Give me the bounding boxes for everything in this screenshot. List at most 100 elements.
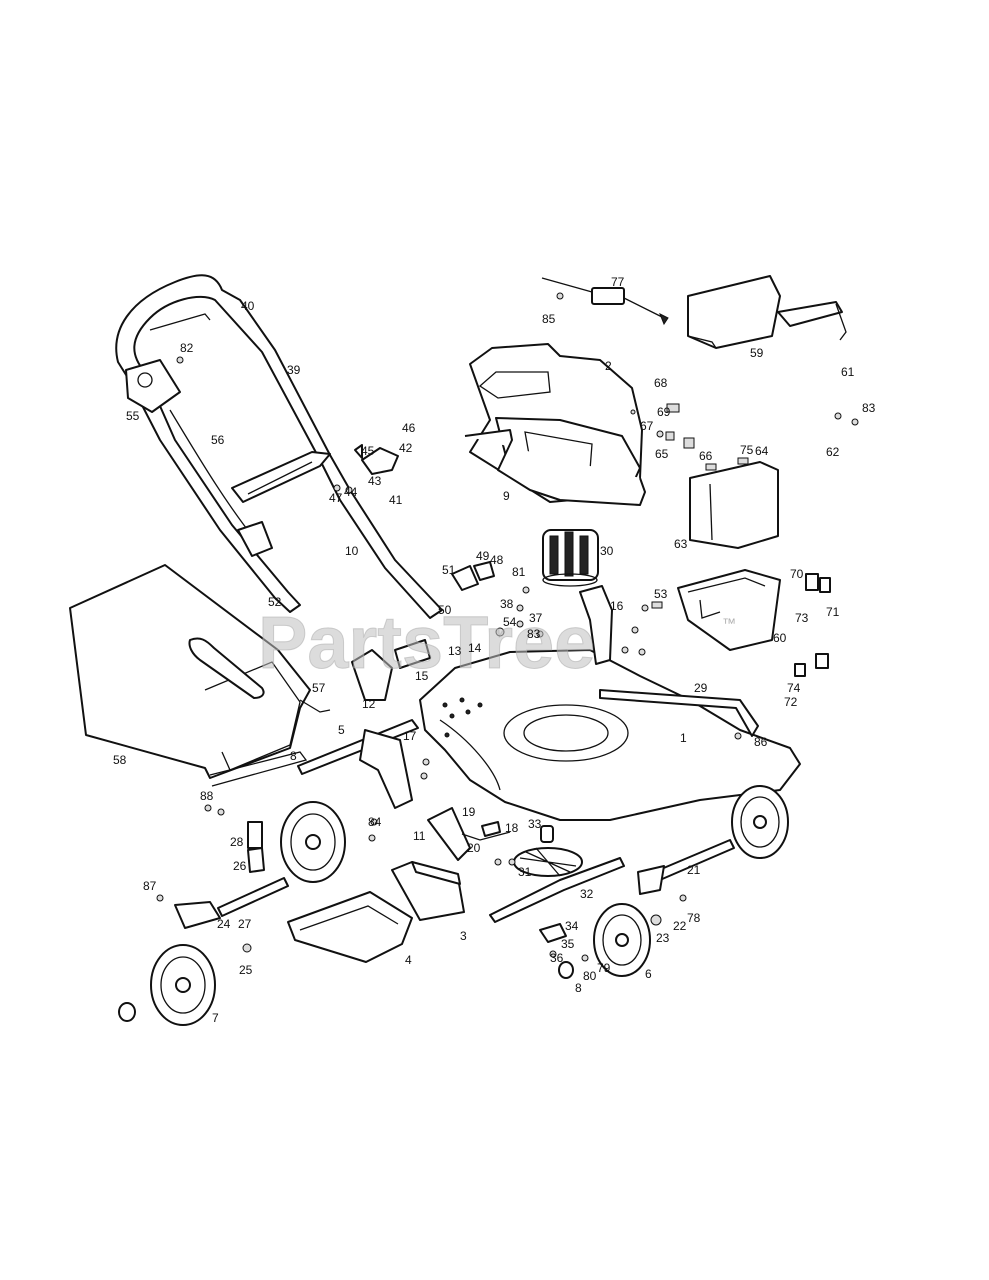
callout: 20 xyxy=(467,841,481,855)
wheel-rear-right xyxy=(731,785,789,859)
callout: 50 xyxy=(438,603,452,617)
callout: 3 xyxy=(460,929,467,943)
blade-adapter xyxy=(540,825,554,843)
callout: 81 xyxy=(512,565,526,579)
callout: 21 xyxy=(687,863,701,877)
callout: 13 xyxy=(448,644,462,658)
callout: 68 xyxy=(654,376,668,390)
side-bracket xyxy=(427,807,471,861)
callout: 60 xyxy=(773,631,787,645)
callout: 51 xyxy=(442,563,456,577)
motor-mount-bracket xyxy=(579,585,613,665)
callout: 61 xyxy=(841,365,855,379)
callout: 15 xyxy=(415,669,429,683)
mower-deck xyxy=(419,649,801,821)
callout: 63 xyxy=(674,537,688,551)
callout: 74 xyxy=(787,681,801,695)
callout: 37 xyxy=(529,611,543,625)
callout: 85 xyxy=(542,312,556,326)
callout: 77 xyxy=(611,275,625,289)
battery-terminals xyxy=(794,573,831,677)
callout: 25 xyxy=(239,963,253,977)
handle-cable xyxy=(169,409,273,557)
callout: 82 xyxy=(180,341,194,355)
callout: 59 xyxy=(750,346,764,360)
battery-tray xyxy=(677,569,781,651)
callout: 83 xyxy=(527,627,541,641)
rear-flap-bracket xyxy=(351,639,431,701)
callout: 43 xyxy=(368,474,382,488)
handle-knob-upper xyxy=(361,447,399,475)
callout: 83 xyxy=(862,401,876,415)
callout-labels: 1 2 3 4 5 6 7 8 8 9 10 11 12 13 14 15 16… xyxy=(113,275,876,1025)
adjuster-lever-left xyxy=(247,821,263,849)
callout: 2 xyxy=(605,359,612,373)
callout: 69 xyxy=(657,405,671,419)
callout: 18 xyxy=(505,821,519,835)
callout: 86 xyxy=(754,735,768,749)
watermark-trademark: ™ xyxy=(722,615,736,631)
callout: 49 xyxy=(476,549,490,563)
handle-bracket-parts xyxy=(354,444,495,591)
callout: 70 xyxy=(790,567,804,581)
callout: 35 xyxy=(561,937,575,951)
callout: 10 xyxy=(345,544,359,558)
grass-bag xyxy=(69,564,311,787)
wheel-front-left xyxy=(118,944,216,1026)
callout: 17 xyxy=(403,729,417,743)
motor xyxy=(542,529,599,587)
mulch-plug xyxy=(391,861,465,921)
battery-cover xyxy=(687,275,781,349)
callout: 27 xyxy=(238,917,252,931)
callout: 40 xyxy=(241,299,255,313)
grass-bag-frame xyxy=(299,699,331,713)
callout: 7 xyxy=(212,1011,219,1025)
battery xyxy=(689,457,779,549)
callout: 72 xyxy=(784,695,798,709)
callout: 34 xyxy=(565,919,579,933)
callout: 52 xyxy=(268,595,282,609)
callout: 9 xyxy=(503,489,510,503)
callout: 57 xyxy=(312,681,326,695)
callout: 29 xyxy=(694,681,708,695)
callout: 46 xyxy=(402,421,416,435)
callout: 33 xyxy=(528,817,542,831)
hardware xyxy=(156,292,859,962)
callout: 32 xyxy=(580,887,594,901)
callout: 12 xyxy=(362,697,376,711)
blade-bolt xyxy=(539,923,574,979)
callout: 80 xyxy=(583,969,597,983)
callout: 38 xyxy=(500,597,514,611)
callout: 66 xyxy=(699,449,713,463)
callout: 58 xyxy=(113,753,127,767)
callout: 30 xyxy=(600,544,614,558)
callout: 22 xyxy=(673,919,687,933)
callout: 14 xyxy=(468,641,482,655)
callout: 75 xyxy=(740,443,754,457)
callout: 67 xyxy=(640,419,654,433)
callout: 11 xyxy=(413,829,426,843)
callout: 55 xyxy=(126,409,140,423)
callout: 44 xyxy=(344,485,358,499)
callout: 28 xyxy=(230,835,244,849)
wheel-rear-left xyxy=(280,801,346,883)
charger xyxy=(541,277,669,326)
callout: 4 xyxy=(405,953,412,967)
callout: 39 xyxy=(287,363,301,377)
callout: 88 xyxy=(200,789,214,803)
callout: 84 xyxy=(368,815,382,829)
spring-link xyxy=(461,821,511,841)
callout: 5 xyxy=(338,723,345,737)
callout: 24 xyxy=(217,917,231,931)
bail-handle xyxy=(777,301,847,341)
callout: 73 xyxy=(795,611,809,625)
callout: 87 xyxy=(143,879,157,893)
callout: 19 xyxy=(462,805,476,819)
handle-assembly xyxy=(115,274,443,619)
callout: 1 xyxy=(680,731,687,745)
handle-control-box xyxy=(125,359,181,413)
callout: 41 xyxy=(389,493,403,507)
callout: 64 xyxy=(755,444,769,458)
callout: 65 xyxy=(655,447,669,461)
